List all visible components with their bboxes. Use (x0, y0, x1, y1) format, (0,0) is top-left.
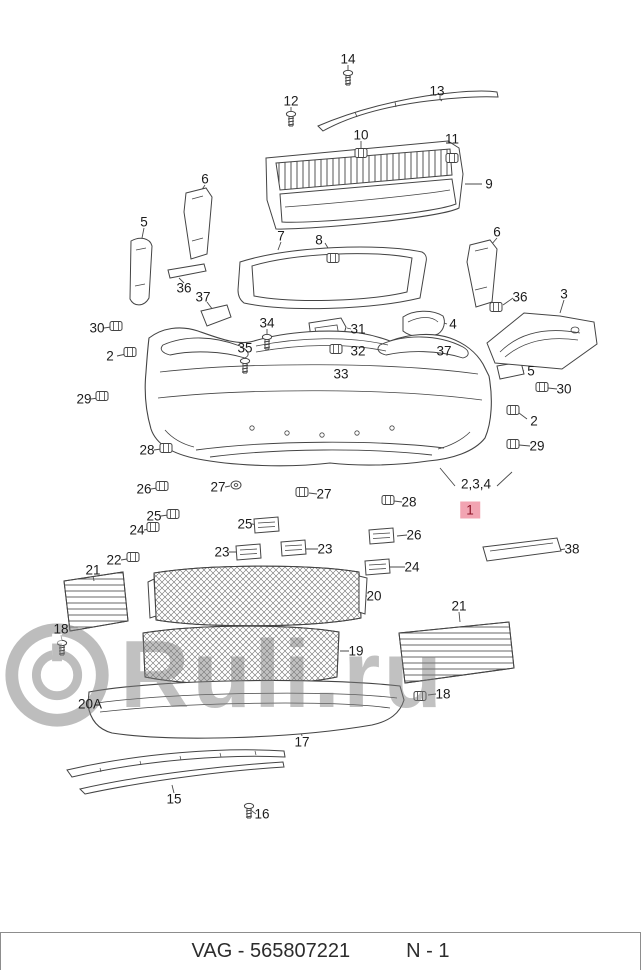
part-21-left-grille (63, 571, 129, 632)
footer-page-ref: N - 1 (406, 940, 450, 962)
callout-6: 6 (493, 224, 501, 240)
part-38-molding (482, 537, 562, 562)
callout-20: 20 (366, 588, 382, 604)
callout-24: 24 (129, 522, 145, 538)
callout-18: 18 (53, 621, 69, 637)
callout-35: 35 (237, 340, 253, 356)
callout-30: 30 (89, 320, 105, 336)
callout-22: 22 (106, 552, 122, 568)
part-9-grille-shroud (265, 140, 464, 230)
callout-31: 31 (350, 321, 366, 337)
callout-26: 26 (136, 481, 152, 497)
part-13-top-strip (317, 90, 499, 132)
callout-16: 16 (254, 806, 270, 822)
callout-26: 26 (406, 527, 422, 543)
callout-3: 3 (560, 286, 568, 302)
callout-38: 38 (564, 541, 580, 557)
part-17-lower-valance (87, 679, 405, 739)
callout-36: 36 (512, 289, 528, 305)
callout-28: 28 (139, 442, 155, 458)
callout-18: 18 (435, 686, 451, 702)
callout-12: 12 (283, 93, 299, 109)
callout-19: 19 (348, 643, 364, 659)
callout-7: 7 (277, 228, 285, 244)
part-20-center-grille (147, 565, 368, 627)
callout-9: 9 (485, 176, 493, 192)
callout-4: 4 (449, 316, 457, 332)
exploded-parts-diagram (56, 65, 598, 819)
part-21-right-grille (398, 621, 515, 684)
callout-32: 32 (350, 343, 366, 359)
part-5-left-bracket (129, 237, 153, 306)
part-7-grille-frame (237, 246, 427, 310)
callout-11: 11 (444, 131, 460, 147)
part-6-left-bracket (183, 187, 213, 260)
callout-24: 24 (404, 559, 420, 575)
footer-bar: VAG - 565807221 N - 1 (0, 932, 641, 970)
callout-20A: 20A (77, 696, 103, 712)
part-1-bumper-cover (144, 327, 492, 467)
callout-5: 5 (527, 363, 535, 379)
callout-2: 2 (530, 413, 538, 429)
callout-14: 14 (340, 51, 356, 67)
callout-30: 30 (556, 381, 572, 397)
part-4-bracket (402, 310, 445, 338)
callout-15: 15 (166, 791, 182, 807)
callout-36: 36 (176, 280, 192, 296)
callout-27: 27 (316, 486, 332, 502)
callout-21: 21 (451, 598, 467, 614)
callout-29: 29 (76, 391, 92, 407)
part-15-spoiler-strip (66, 749, 286, 795)
callout-37: 37 (436, 343, 452, 359)
callout-37: 37 (195, 289, 211, 305)
callout-34: 34 (259, 315, 275, 331)
callout-29: 29 (529, 438, 545, 454)
callout-10: 10 (353, 127, 369, 143)
part-37-left-plate (200, 304, 232, 327)
callout-13: 13 (429, 83, 445, 99)
callout-23: 23 (214, 544, 230, 560)
callout-28: 28 (401, 494, 417, 510)
callout-5: 5 (140, 214, 148, 230)
part-36-left-clip (167, 263, 207, 279)
callout-8: 8 (315, 232, 323, 248)
callout-21: 21 (85, 562, 101, 578)
callout-2-3-4: 2,3,4 (460, 476, 492, 492)
callout-33: 33 (333, 366, 349, 382)
callout-25: 25 (237, 516, 253, 532)
callout-6: 6 (201, 171, 209, 187)
footer-part-number: VAG - 565807221 (191, 940, 351, 962)
callout-27: 27 (210, 479, 226, 495)
part-3-headlamp-bracket (486, 312, 598, 370)
callout-25: 25 (146, 508, 162, 524)
callout-17: 17 (294, 734, 310, 750)
callout-1: 1 (460, 501, 480, 519)
callout-23: 23 (317, 541, 333, 557)
callout-2: 2 (106, 348, 114, 364)
